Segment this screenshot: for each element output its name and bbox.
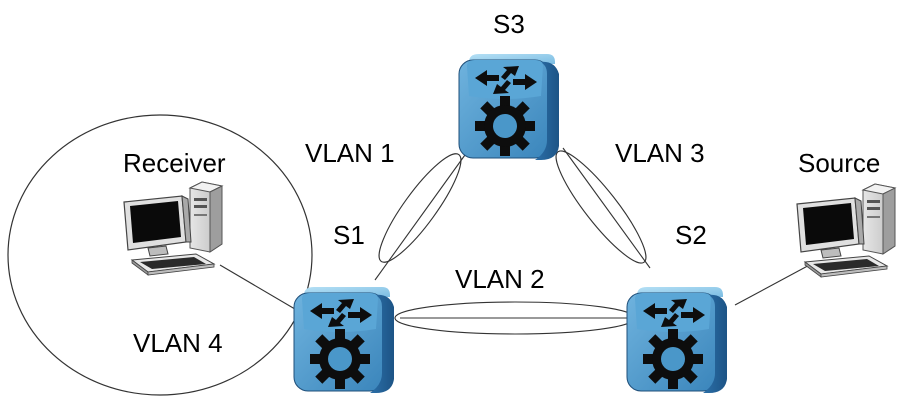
label-vlan2: VLAN 2 — [455, 264, 545, 294]
link-s1-s3 — [374, 147, 471, 281]
router-icon — [293, 286, 395, 394]
computer-source — [796, 183, 896, 278]
label-receiver: Receiver — [123, 148, 226, 178]
vlan4-boundary — [7, 114, 313, 396]
router-s1 — [293, 286, 395, 394]
link-source-s2 — [734, 261, 816, 306]
router-s3 — [458, 53, 560, 161]
label-s2: S2 — [675, 220, 707, 250]
router-icon — [626, 286, 728, 394]
label-source: Source — [798, 148, 880, 178]
computer-receiver — [123, 181, 223, 276]
label-s1: S1 — [333, 220, 365, 250]
link-s1-s2 — [394, 301, 636, 335]
label-vlan4: VLAN 4 — [133, 328, 223, 358]
computer-icon — [796, 183, 896, 278]
link-receiver-s1 — [219, 264, 301, 313]
label-vlan1: VLAN 1 — [305, 138, 395, 168]
label-s3: S3 — [493, 9, 525, 39]
router-s2 — [626, 286, 728, 394]
computer-icon — [123, 181, 223, 276]
label-vlan3: VLAN 3 — [615, 138, 705, 168]
link-s3-s2 — [555, 147, 651, 269]
router-icon — [458, 53, 560, 161]
